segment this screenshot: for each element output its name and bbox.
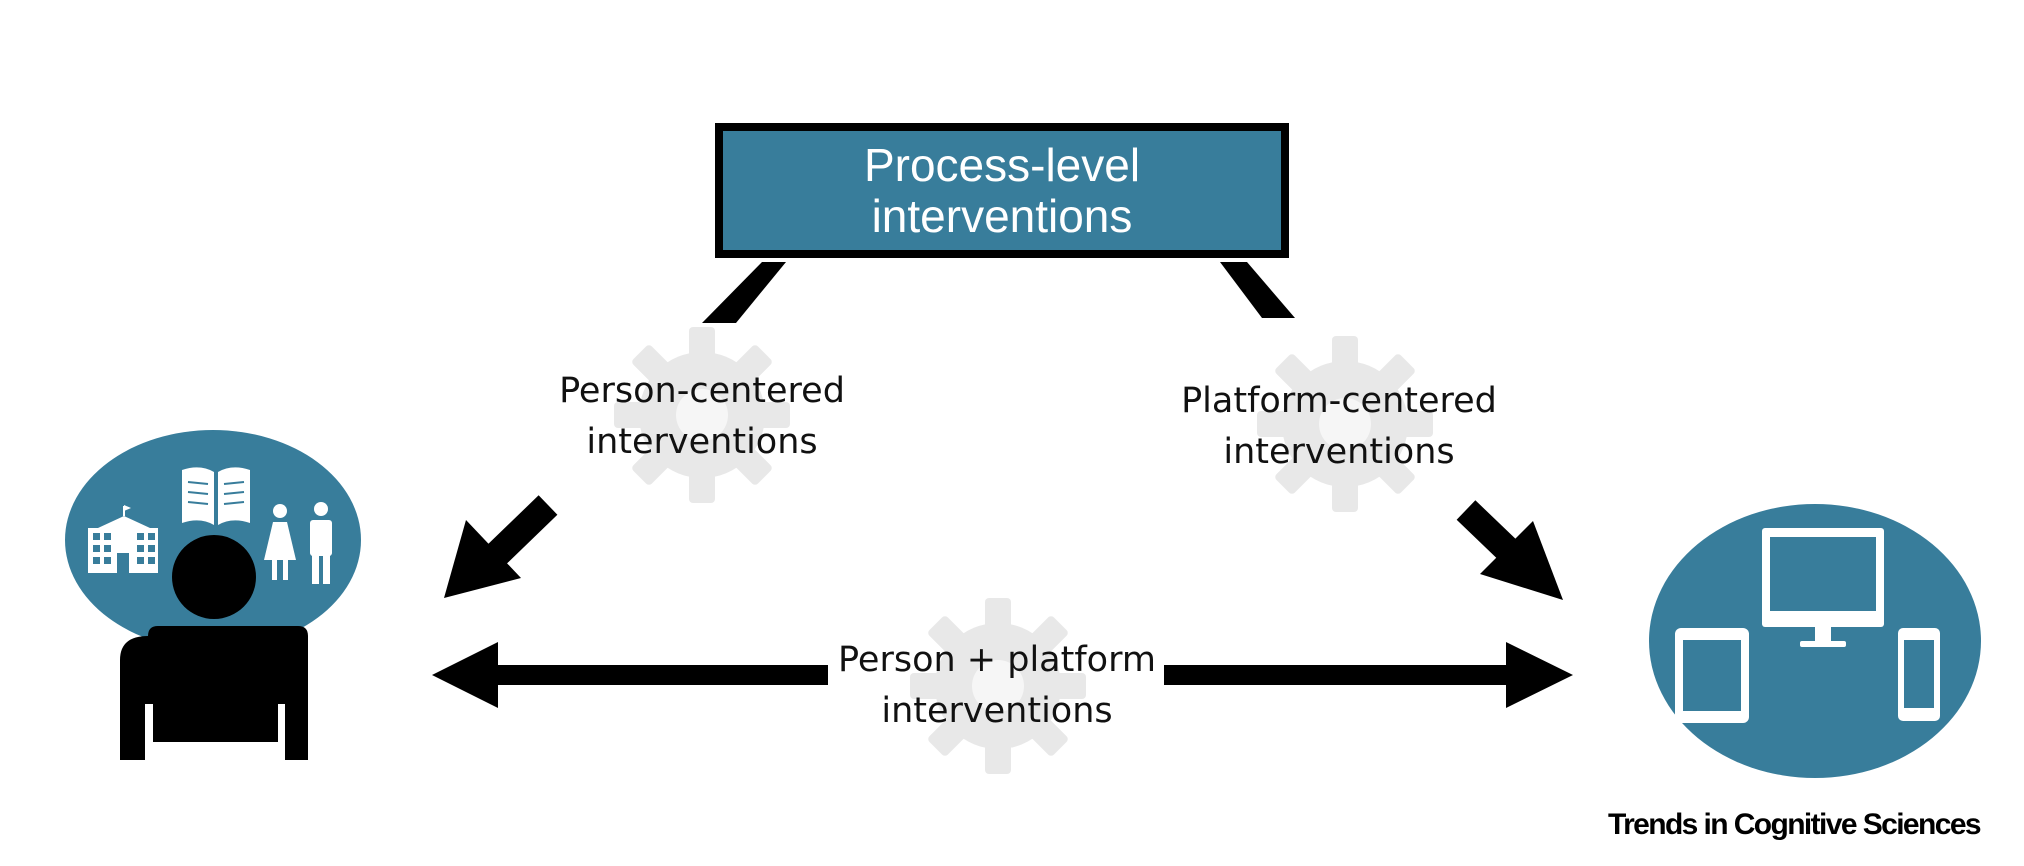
open-book-icon bbox=[182, 467, 250, 525]
person-node bbox=[65, 430, 361, 760]
left-connector bbox=[702, 262, 786, 323]
person-silhouette-icon bbox=[120, 535, 308, 760]
person-centered-label: Person-centered interventions bbox=[552, 366, 852, 468]
bidirectional-arrow bbox=[432, 642, 1573, 708]
person-centered-line1: Person-centered bbox=[559, 371, 845, 411]
person-centered-line2: interventions bbox=[586, 422, 818, 462]
platform-node bbox=[1649, 504, 1981, 778]
platform-centered-label: Platform-centered interventions bbox=[1179, 376, 1499, 478]
process-level-line1: Process-level bbox=[863, 138, 1141, 191]
process-level-label: Process-level interventions bbox=[719, 127, 1285, 254]
smartphone-icon bbox=[1898, 628, 1940, 721]
tablet-icon bbox=[1675, 628, 1749, 723]
journal-logo-text: Trends in Cognitive Sciences bbox=[1608, 808, 1982, 841]
platform-centered-line2: interventions bbox=[1223, 432, 1455, 472]
desktop-monitor-icon bbox=[1762, 528, 1884, 647]
school-building-icon bbox=[88, 505, 158, 573]
platform-centered-arrow bbox=[1456, 500, 1563, 600]
person-centered-arrow bbox=[444, 495, 558, 598]
right-connector bbox=[1220, 262, 1295, 318]
woman-icon bbox=[264, 504, 296, 580]
person-platform-label: Person + platform interventions bbox=[830, 635, 1164, 737]
platform-centered-line1: Platform-centered bbox=[1181, 381, 1497, 421]
process-level-line2: interventions bbox=[871, 189, 1133, 242]
person-platform-line2: interventions bbox=[881, 691, 1113, 731]
person-platform-line1: Person + platform bbox=[838, 640, 1156, 680]
man-icon bbox=[310, 502, 332, 584]
process-level-box bbox=[715, 123, 1289, 258]
